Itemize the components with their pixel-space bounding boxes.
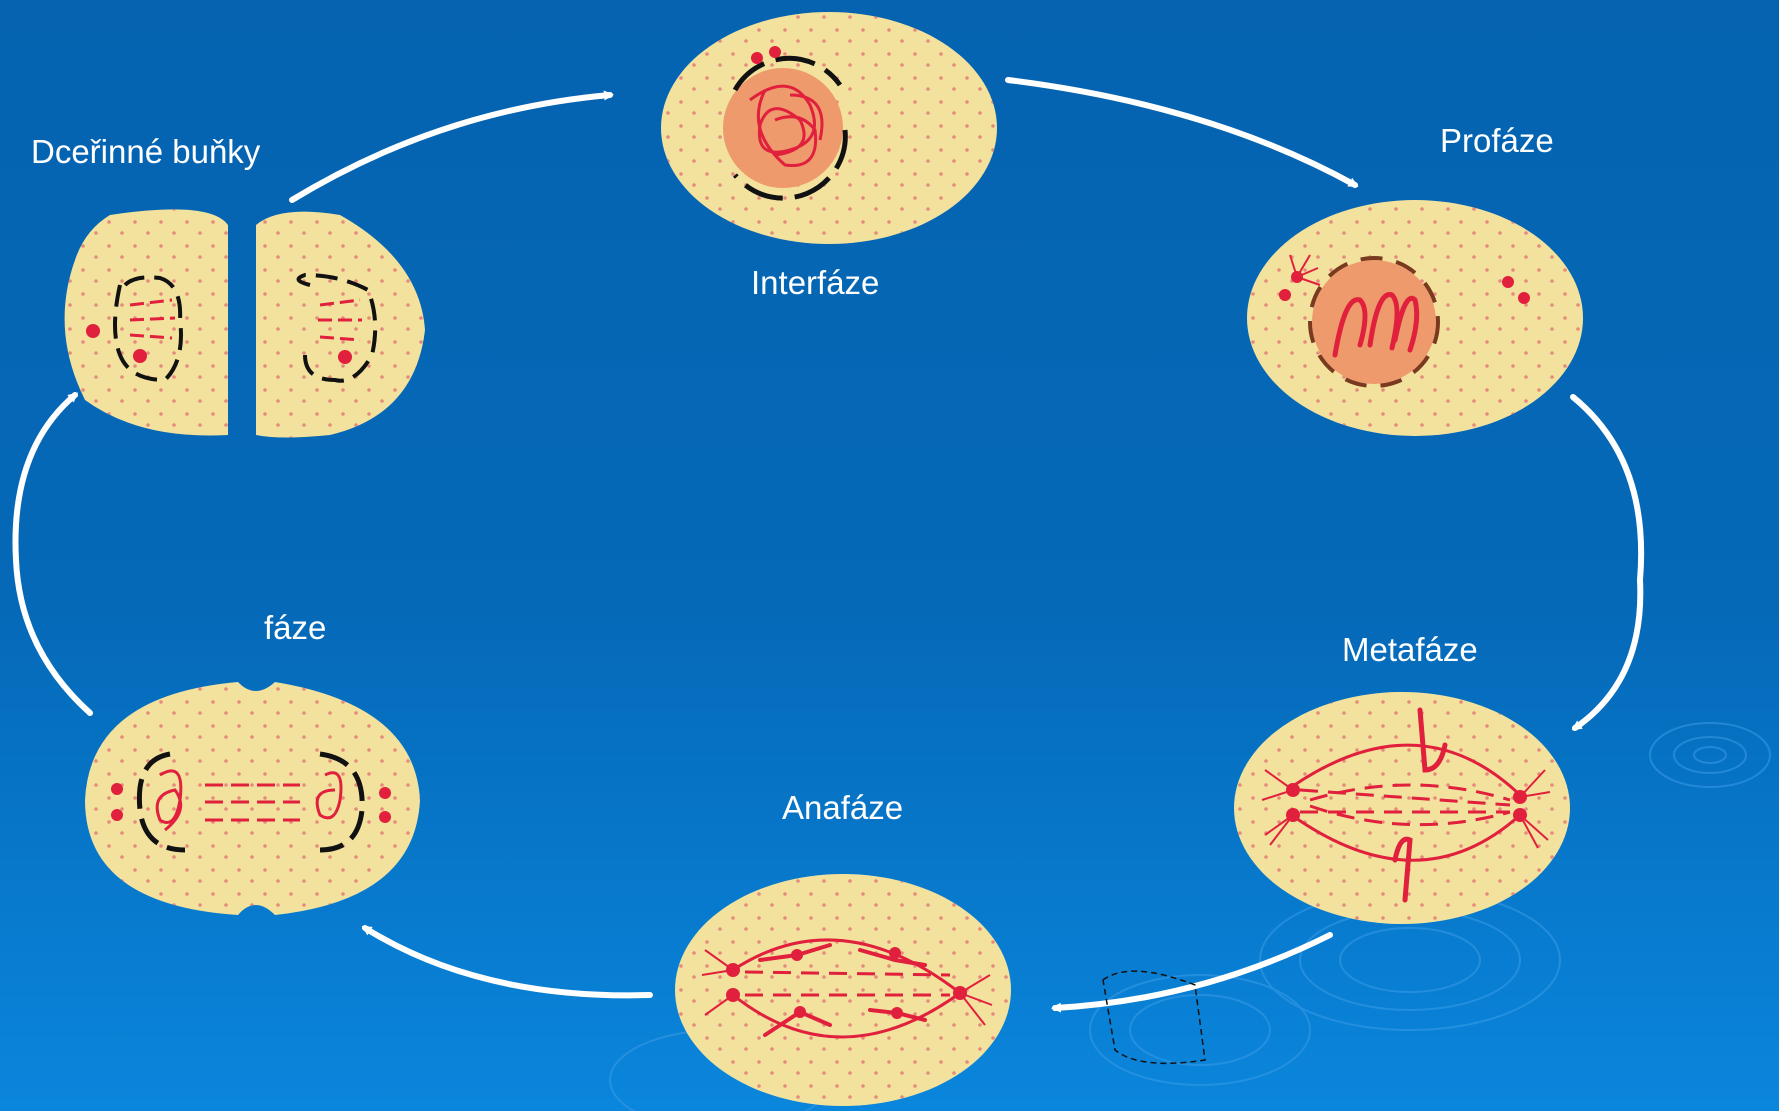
metaphase-cell: [1234, 692, 1570, 924]
arrow-telophase-to-daughter-icon: [15, 395, 90, 713]
daughter-cells: [65, 209, 425, 437]
label-prophase: Profáze: [1440, 122, 1554, 160]
arrow-prophase-to-metaphase-icon: [1573, 397, 1641, 728]
label-interphase: Interfáze: [751, 264, 879, 302]
anaphase-cell: [675, 874, 1011, 1106]
interphase-cell: [661, 12, 997, 244]
label-daughter-cells: Dceřinné buňky: [31, 133, 260, 171]
arrow-interphase-to-prophase-icon: [1008, 80, 1355, 185]
label-anaphase: Anafáze: [782, 789, 903, 827]
prophase-cell: [1247, 200, 1583, 436]
label-metaphase: Metafáze: [1342, 631, 1478, 669]
arrow-daughter-to-interphase-icon: [292, 95, 610, 200]
arrow-anaphase-to-telophase-icon: [365, 928, 650, 995]
telophase-cell: [85, 682, 420, 915]
label-telophase: fáze: [264, 609, 326, 647]
